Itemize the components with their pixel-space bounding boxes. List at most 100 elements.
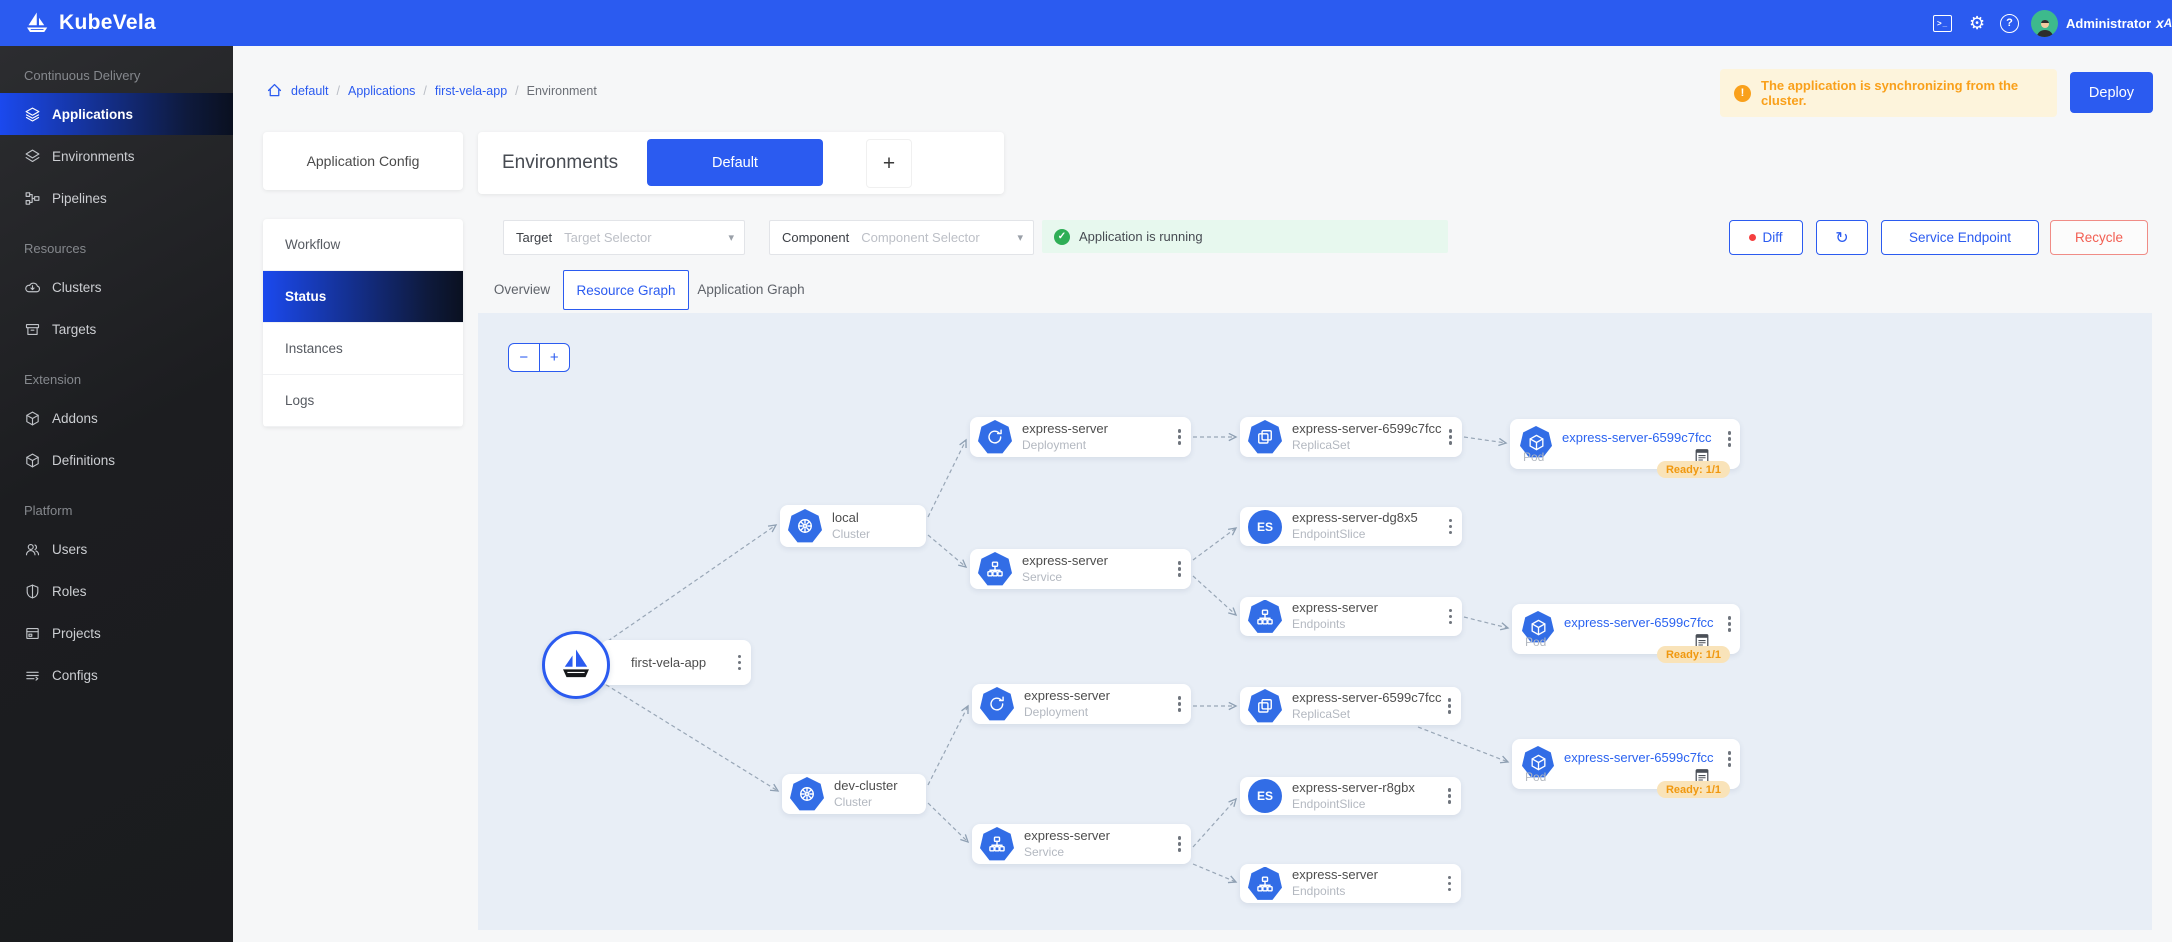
node-kebab-menu-icon[interactable]	[1177, 561, 1181, 577]
node-kebab-menu-icon[interactable]	[1447, 788, 1451, 804]
chevron-down-icon: ▾	[728, 232, 734, 244]
recycle-button[interactable]: Recycle	[2050, 220, 2148, 255]
diff-button[interactable]: Diff	[1729, 220, 1803, 255]
help-icon[interactable]: ?	[2000, 0, 2019, 46]
user-avatar[interactable]	[2031, 0, 2058, 46]
node-kind: Deployment	[1022, 437, 1087, 452]
node-kebab-menu-icon[interactable]	[1177, 696, 1181, 712]
node-kebab-menu-icon[interactable]	[1448, 518, 1452, 535]
graph-node-application[interactable]: first-vela-app	[601, 640, 751, 685]
endpointslice-icon: ES	[1248, 509, 1282, 544]
sidebar-item-projects[interactable]: Projects	[0, 612, 233, 654]
env-tab-default[interactable]: Default	[647, 139, 823, 186]
environments-title: Environments	[502, 152, 619, 173]
service-endpoint-button[interactable]: Service Endpoint	[1881, 220, 2039, 255]
node-kebab-menu-icon[interactable]	[737, 654, 741, 671]
tab-resource-graph[interactable]: Resource Graph	[563, 270, 689, 310]
add-environment-button[interactable]: +	[866, 139, 912, 188]
sidebar-item-label: Projects	[52, 625, 101, 641]
graph-zoom-controls: − +	[508, 343, 570, 372]
menu-item-status[interactable]: Status	[263, 271, 463, 323]
shield-icon	[24, 583, 41, 600]
sidebar-item-users[interactable]: Users	[0, 528, 233, 570]
sidebar-section-header: Resources	[24, 241, 87, 256]
sidebar-item-definitions[interactable]: Definitions	[0, 439, 233, 481]
username-label[interactable]: Administrator	[2066, 15, 2152, 31]
sidebar-item-roles[interactable]: Roles	[0, 570, 233, 612]
sidebar-item-applications[interactable]: Applications	[0, 93, 233, 135]
breadcrumb-link-app[interactable]: first-vela-app	[434, 83, 508, 98]
node-kebab-menu-icon[interactable]	[1448, 429, 1452, 445]
cloud-icon	[24, 279, 41, 296]
stack-icon	[24, 148, 41, 165]
menu-item-workflow[interactable]: Workflow	[263, 219, 463, 271]
node-kebab-menu-icon[interactable]	[1727, 616, 1731, 632]
component-selector[interactable]: Component Component Selector ▾	[769, 220, 1034, 255]
sidebar-item-label: Applications	[52, 106, 134, 122]
node-kebab-menu-icon[interactable]	[1447, 698, 1451, 714]
node-kebab-menu-icon[interactable]	[1177, 429, 1181, 445]
node-kebab-menu-icon[interactable]	[1727, 431, 1731, 447]
breadcrumb-separator: /	[515, 83, 519, 98]
sidebar-item-label: Roles	[52, 583, 87, 599]
sidebar-item-targets[interactable]: Targets	[0, 308, 233, 350]
cloudshell-icon[interactable]: >_	[1933, 0, 1952, 46]
sidebar-item-pipelines[interactable]: Pipelines	[0, 177, 233, 219]
breadcrumb-link-default[interactable]: default	[291, 83, 329, 98]
application-root-icon[interactable]	[542, 631, 610, 699]
node-kind: Endpoints	[1292, 884, 1346, 899]
node-name: express-server	[1024, 827, 1110, 843]
sidebar-section-header: Continuous Delivery	[24, 68, 141, 83]
sidebar-item-environments[interactable]: Environments	[0, 135, 233, 177]
home-icon[interactable]	[266, 82, 283, 99]
refresh-button[interactable]: ↻	[1816, 220, 1868, 255]
breadcrumb-link-applications[interactable]: Applications	[348, 83, 416, 98]
menu-item-logs[interactable]: Logs	[263, 375, 463, 427]
deploy-button[interactable]: Deploy	[2070, 72, 2153, 113]
node-kebab-menu-icon[interactable]	[1727, 751, 1731, 767]
sidebar-item-clusters[interactable]: Clusters	[0, 266, 233, 308]
sidebar-item-configs[interactable]: Configs	[0, 654, 233, 696]
pod-name-link[interactable]: express-server-6599c7fcc	[1562, 430, 1712, 445]
breadcrumb-current: Environment	[526, 83, 597, 98]
target-selector[interactable]: Target Target Selector ▾	[503, 220, 745, 255]
node-kebab-menu-icon[interactable]	[1447, 875, 1451, 892]
node-kebab-menu-icon[interactable]	[1177, 836, 1181, 852]
zoom-out-button[interactable]: −	[509, 344, 540, 371]
node-name: express-server	[1292, 867, 1378, 883]
node-name: express-server-dg8x5	[1292, 510, 1418, 526]
tab-overview[interactable]: Overview	[493, 282, 551, 297]
application-config-card[interactable]: Application Config	[263, 132, 463, 190]
pod-name-link[interactable]: express-server-6599c7fcc	[1564, 615, 1714, 630]
sidebar-item-addons[interactable]: Addons	[0, 397, 233, 439]
settings-gear-icon[interactable]: ⚙	[1969, 13, 1986, 33]
node-kind: Pod	[1523, 450, 1545, 464]
endpoints-icon	[1248, 599, 1282, 633]
menu-item-instances[interactable]: Instances	[263, 323, 463, 375]
sidebar-item-label: Clusters	[52, 279, 102, 295]
tab-application-graph[interactable]: Application Graph	[697, 282, 805, 297]
pod-name-link[interactable]: express-server-6599c7fcc	[1564, 750, 1714, 765]
zoom-in-button[interactable]: +	[549, 349, 559, 366]
node-kebab-menu-icon[interactable]	[1448, 608, 1452, 625]
listlines-icon	[24, 667, 41, 684]
brand[interactable]: KubeVela	[24, 0, 156, 46]
